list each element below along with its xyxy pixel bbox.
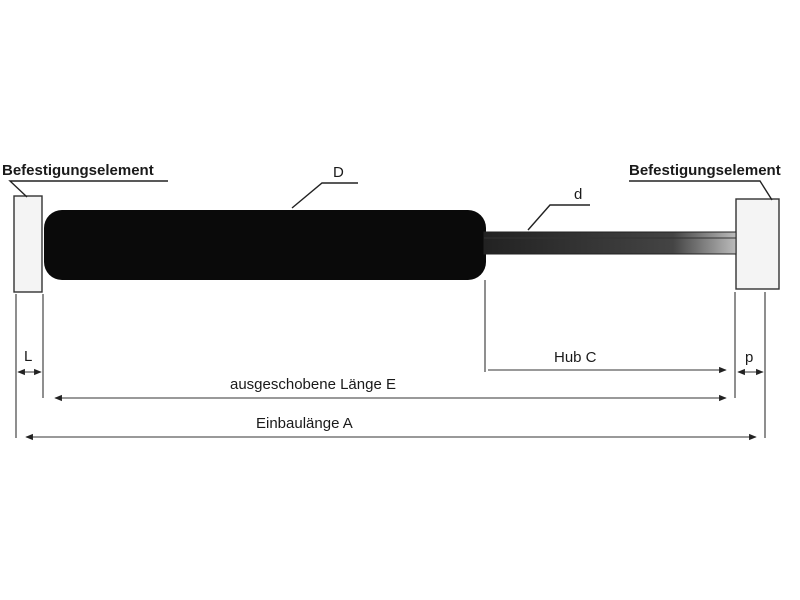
label-diameter-rod: d	[574, 186, 582, 203]
label-stroke: Hub C	[554, 349, 597, 366]
right-mount	[735, 198, 780, 290]
cylinder-body	[44, 210, 486, 280]
leader-right-mount	[629, 180, 773, 201]
leader-d-rod	[527, 204, 590, 231]
left-mount	[13, 195, 43, 293]
label-installed-length: Einbaulänge A	[256, 415, 353, 432]
leader-d-body	[291, 182, 358, 209]
label-extended-length: ausgeschobene Länge E	[230, 376, 396, 393]
piston-rod	[483, 231, 737, 255]
label-mount-left: Befestigungselement	[2, 162, 154, 179]
leader-left-mount	[8, 180, 168, 198]
label-mount-right: Befestigungselement	[629, 162, 781, 179]
label-dim-l: L	[24, 348, 32, 365]
label-dim-p: p	[745, 349, 753, 366]
label-diameter-body: D	[333, 164, 344, 181]
